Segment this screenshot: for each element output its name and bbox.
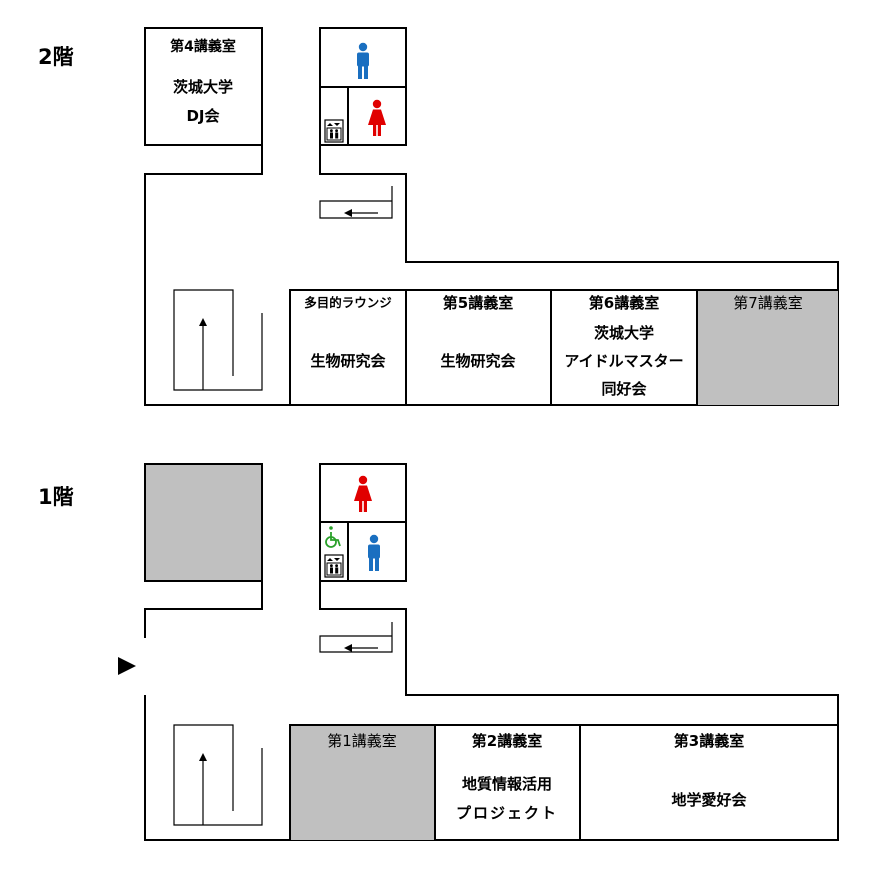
elevator-icon (324, 119, 344, 143)
room-2-group-line1: 地質情報活用 (462, 775, 552, 793)
room-2-group-line2: プロジェクト (456, 804, 558, 822)
accessible-restroom-icon (325, 526, 341, 548)
room-5-name: 第5講義室 (443, 294, 513, 312)
room-row-2f (289, 289, 838, 405)
room-6-group-line3: 同好会 (601, 380, 646, 398)
male-restroom-icon (357, 42, 369, 79)
room-6-group-line1: 茨城大学 (594, 324, 654, 342)
room-3-name: 第3講義室 (674, 732, 744, 750)
corridor-1f (144, 581, 839, 841)
floor1-label: 1階 (38, 485, 74, 509)
floor2-label: 2階 (38, 45, 74, 69)
room-4 (144, 27, 263, 146)
room-1-name: 第1講義室 (327, 732, 397, 750)
stairs-1f-left (173, 724, 263, 826)
room-6-group-line2: アイドルマスター (564, 352, 683, 370)
lounge-name: 多目的ラウンジ (304, 295, 392, 310)
male-restroom-icon (368, 534, 380, 571)
stairs-2f-left (173, 289, 263, 391)
female-restroom-icon (368, 99, 386, 136)
room-2-name: 第2講義室 (472, 732, 542, 750)
lounge-group: 生物研究会 (310, 352, 385, 370)
room-5-group: 生物研究会 (440, 352, 515, 370)
room-4-group-line2: DJ会 (186, 107, 219, 125)
room-3-group: 地学愛好会 (671, 791, 746, 809)
female-restroom-icon (354, 475, 372, 512)
corridor-1f-top (144, 581, 263, 638)
stairs-2f-upper (319, 186, 393, 219)
room-4-group-line1: 茨城大学 (173, 78, 233, 96)
room-1-fill (290, 725, 435, 840)
room-row-1f (289, 724, 838, 840)
stairs-1f-upper (319, 622, 393, 653)
entrance-arrow-icon (118, 657, 136, 675)
room-4-name: 第4講義室 (170, 38, 236, 55)
elevator-icon (324, 554, 344, 578)
room-7-name: 第7講義室 (733, 294, 803, 312)
room-6-name: 第6講義室 (589, 294, 659, 312)
room-7-fill (697, 290, 838, 405)
unused-area-1f (144, 463, 263, 582)
